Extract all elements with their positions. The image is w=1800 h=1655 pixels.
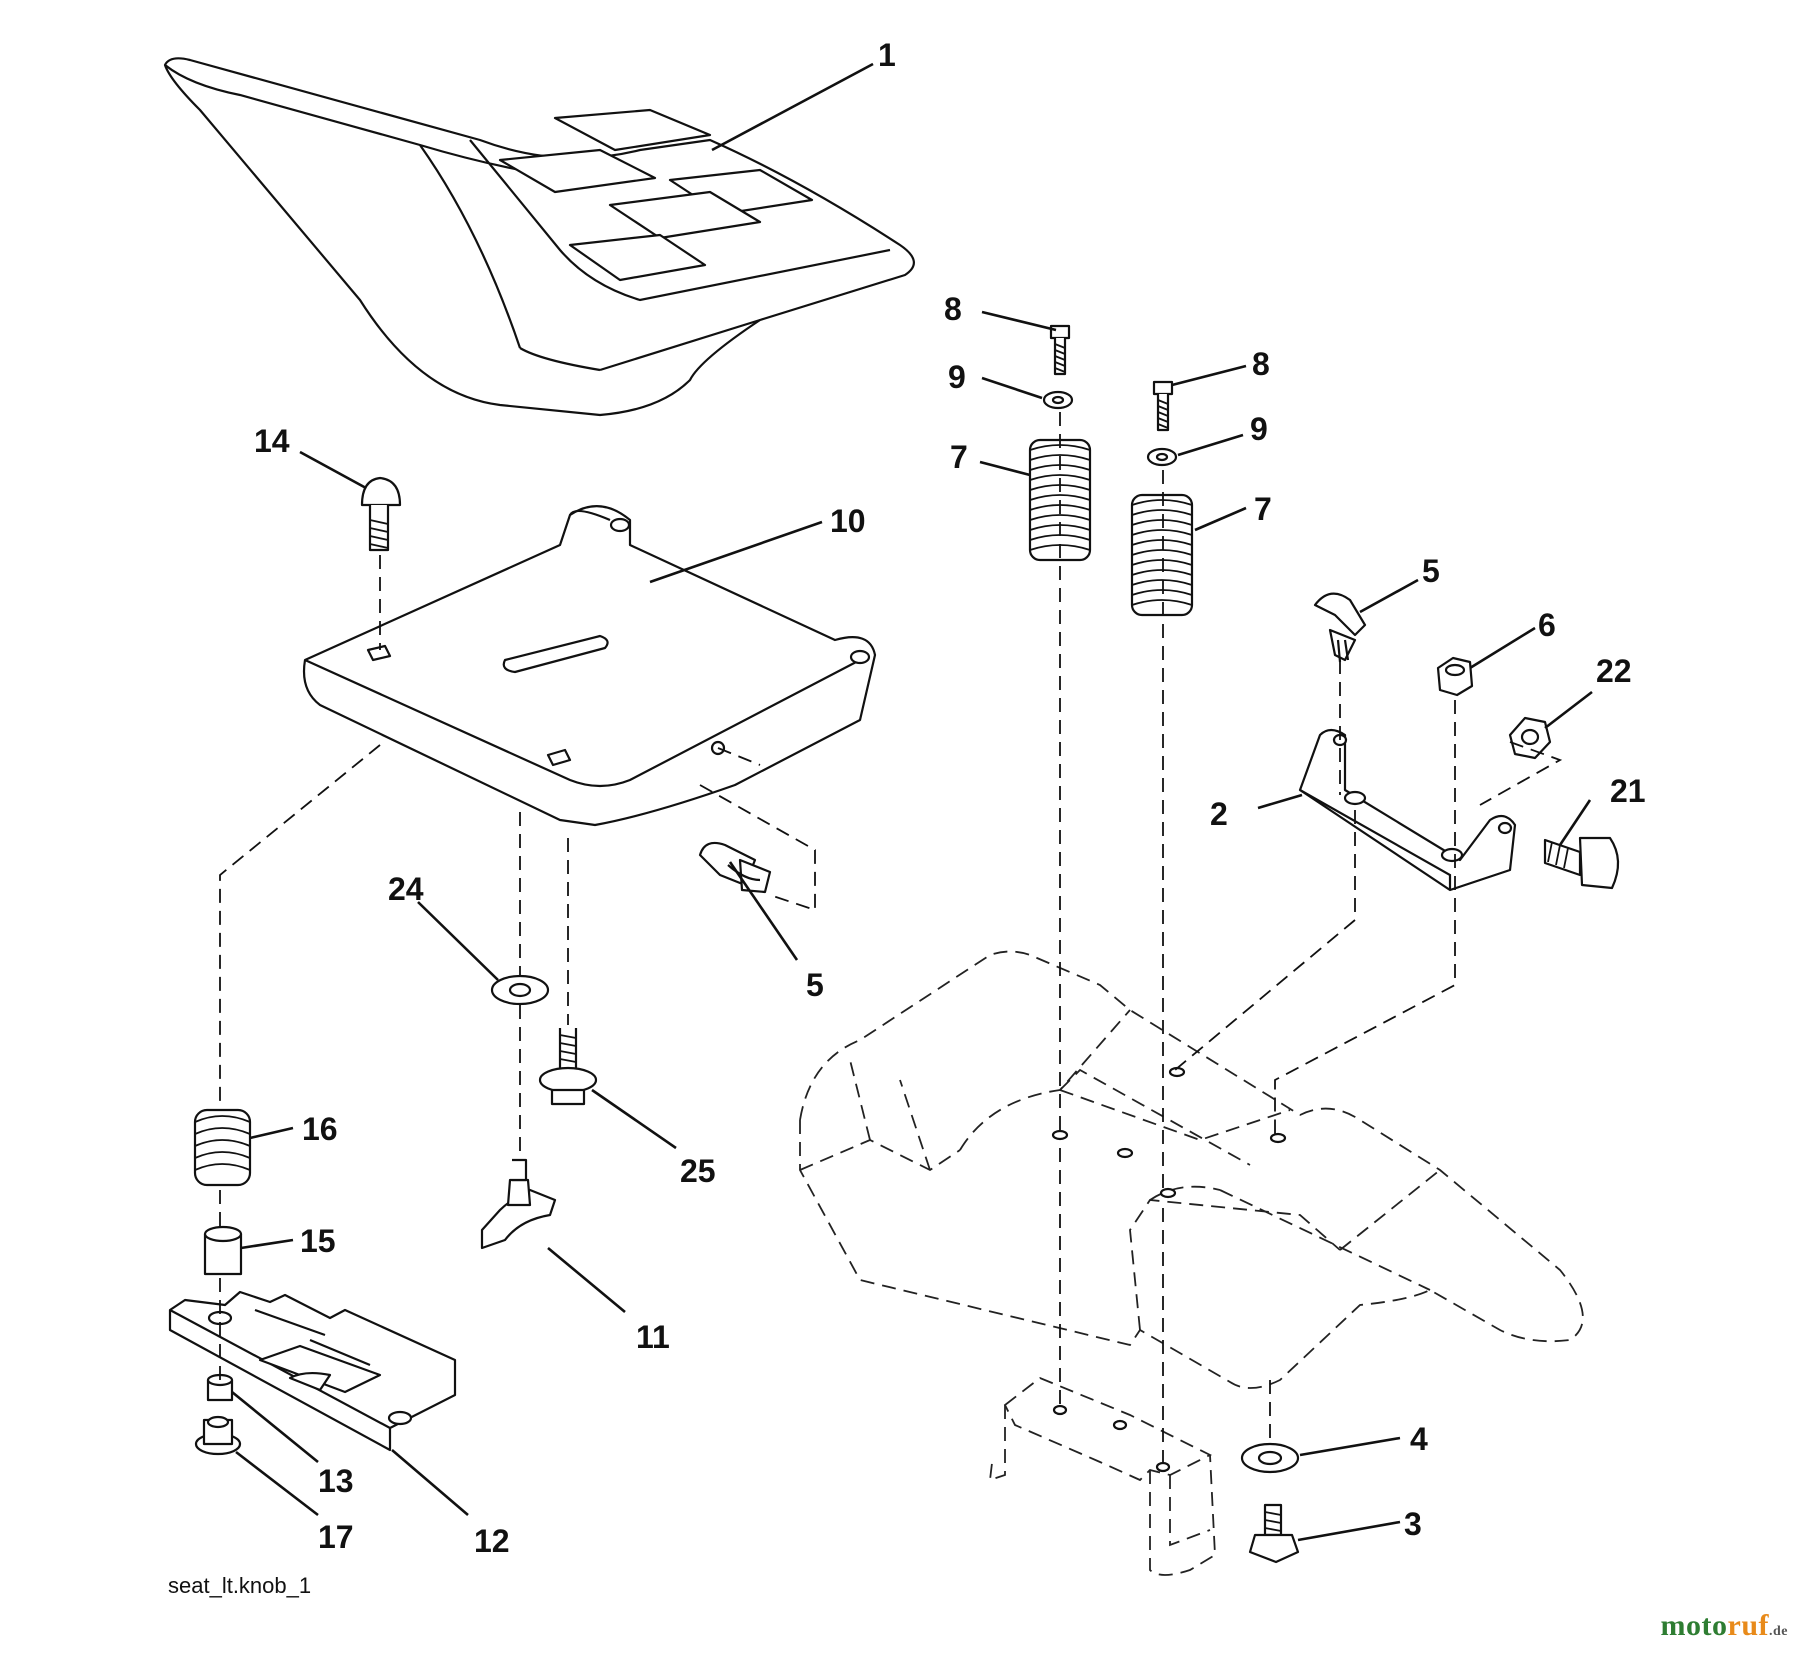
callout-8-left: 8 — [944, 291, 962, 327]
callout-5-lower: 5 — [806, 967, 824, 1003]
callout-21: 21 — [1610, 773, 1646, 809]
callout-7-left: 7 — [950, 439, 968, 475]
callout-5-upper: 5 — [1422, 553, 1440, 589]
bolt-left — [1049, 324, 1071, 376]
reference-label: seat_lt.knob_1 — [168, 1573, 311, 1598]
lower-frame-bracket — [988, 1376, 1216, 1576]
watermark-part-1: moto — [1660, 1609, 1728, 1642]
callout-6: 6 — [1538, 607, 1556, 643]
spring-right — [1130, 493, 1194, 617]
callout-2: 2 — [1210, 796, 1228, 832]
bolt-right — [1152, 380, 1174, 432]
nut — [1436, 656, 1474, 697]
callout-14: 14 — [254, 423, 290, 459]
callout-9-right: 9 — [1250, 411, 1268, 447]
callout-8-right: 8 — [1252, 346, 1270, 382]
seat — [163, 57, 915, 417]
callout-9-left: 9 — [948, 359, 966, 395]
watermark-part-2: ruf — [1727, 1609, 1769, 1642]
washer-24 — [490, 974, 550, 1006]
callout-13: 13 — [318, 1463, 354, 1499]
callout-25: 25 — [680, 1153, 716, 1189]
tractor-frame — [799, 950, 1584, 1389]
callout-11: 11 — [636, 1319, 670, 1355]
callout-24: 24 — [388, 871, 424, 907]
spring-16 — [193, 1108, 252, 1187]
shoulder-bolt-25 — [538, 1028, 598, 1106]
leader-lines — [231, 62, 1593, 1542]
callout-22: 22 — [1596, 653, 1632, 689]
carriage-bolt — [360, 476, 402, 552]
callout-3: 3 — [1404, 1506, 1422, 1542]
callout-1: 1 — [878, 37, 896, 73]
clip-upper — [1313, 592, 1367, 663]
callouts: 1 8 8 9 9 7 7 14 10 5 5 6 22 2 21 24 16 … — [254, 37, 1646, 1559]
flange-nut-17 — [194, 1415, 242, 1456]
watermark-part-3: .de — [1769, 1624, 1788, 1639]
slide-plate — [168, 1290, 457, 1452]
callout-17: 17 — [318, 1519, 354, 1555]
washer-right — [1146, 447, 1178, 467]
washer-4 — [1240, 1442, 1300, 1474]
hex-bolt — [1248, 1503, 1300, 1564]
knob — [480, 1158, 557, 1250]
shoulder-bolt — [1543, 836, 1620, 890]
watermark-logo: motoruf.de — [1661, 1609, 1788, 1643]
spacer — [203, 1225, 243, 1276]
callout-16: 16 — [302, 1111, 338, 1147]
assembly-lines — [219, 412, 1563, 1465]
washer-left — [1042, 390, 1074, 410]
callout-4: 4 — [1410, 1421, 1428, 1457]
callout-15: 15 — [300, 1223, 336, 1259]
seat-pan — [302, 505, 877, 827]
lock-nut — [1508, 716, 1552, 760]
callout-12: 12 — [474, 1523, 510, 1559]
bracket — [1298, 728, 1517, 892]
callout-7-right: 7 — [1254, 491, 1272, 527]
callout-10: 10 — [830, 503, 866, 539]
